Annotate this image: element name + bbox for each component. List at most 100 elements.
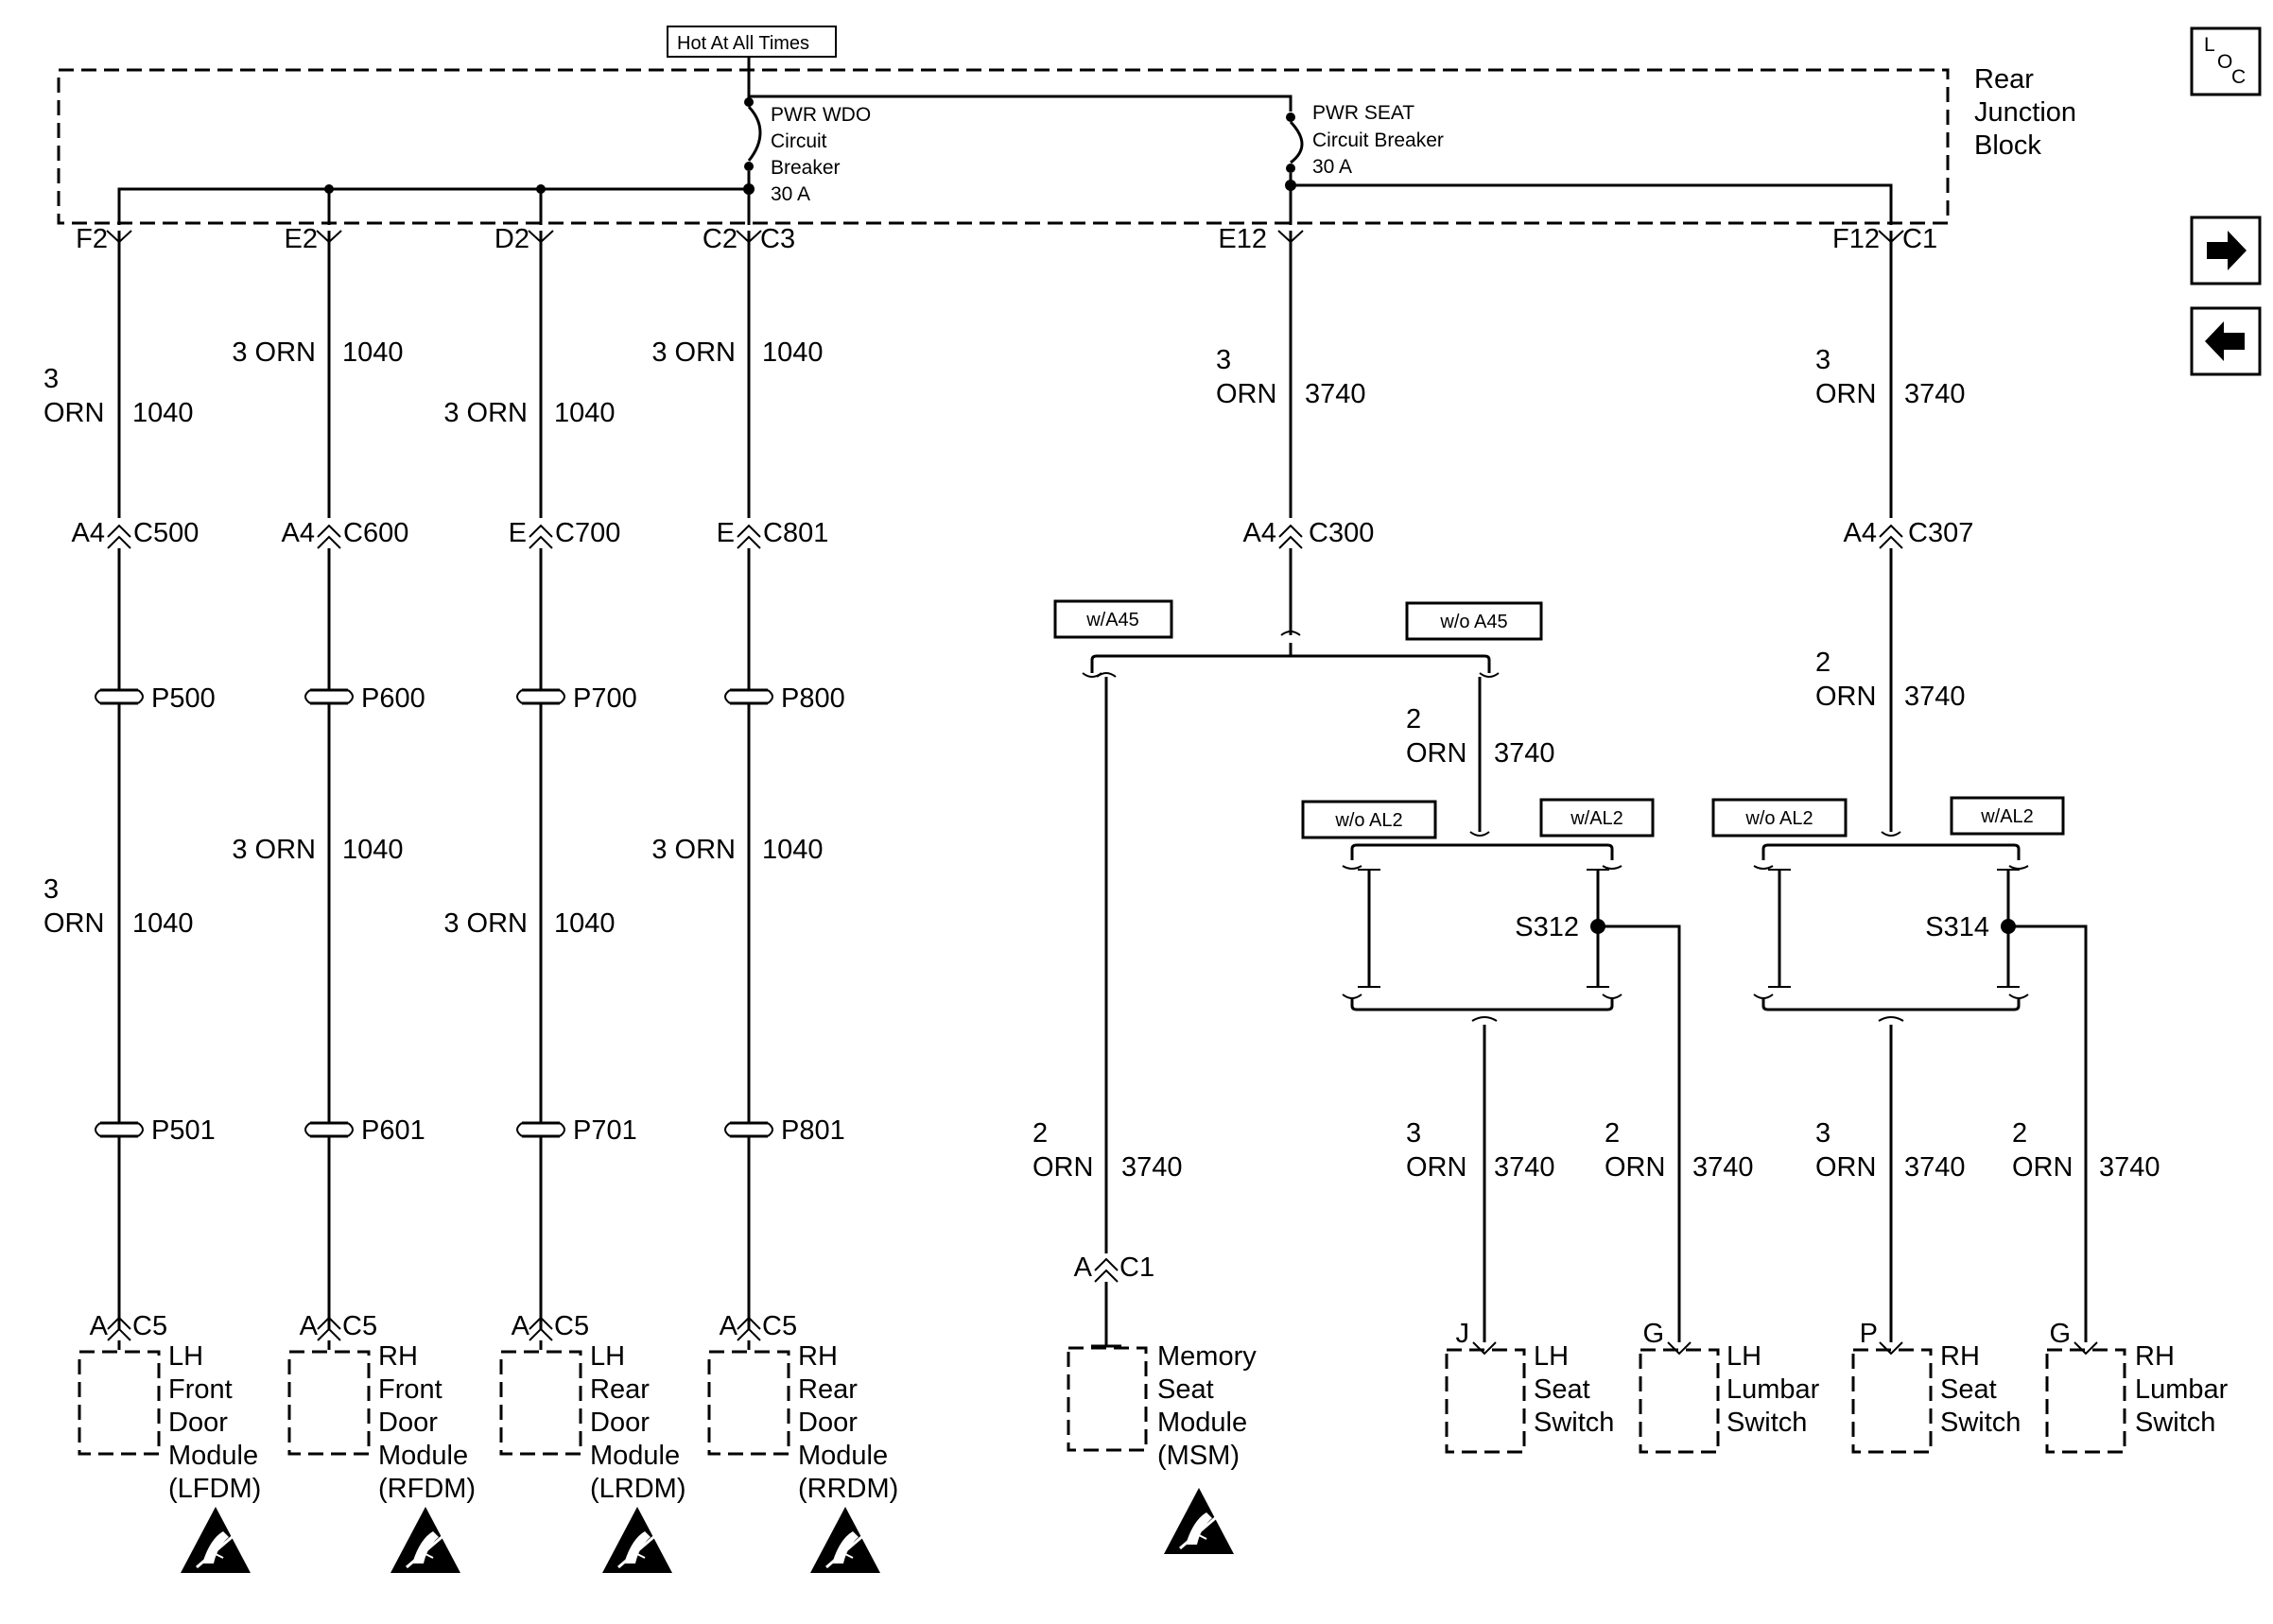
connector: C801 [763, 518, 828, 548]
door-pin: C2 [703, 224, 737, 254]
pass-through: P600 [361, 683, 425, 714]
seat-left-branch: 2 ORN 3740 S312 3 ORN 3740 2 ORN 3740 J … [1342, 677, 1754, 1356]
module-label: Door [378, 1408, 438, 1438]
svg-text:G: G [1642, 1319, 1664, 1349]
connector-pin: A4 [72, 518, 105, 548]
msm-label-4: (MSM) [1157, 1441, 1240, 1471]
option-w-al2-right-tag: w/AL2 [1950, 796, 2065, 836]
module-pin: A [300, 1311, 319, 1341]
module-label: Module [590, 1441, 680, 1471]
svg-text:3: 3 [1815, 1118, 1831, 1149]
seat-right-circuit: F12 C1 3 ORN 3740 A4 C307 2 ORN 3740 S31… [1753, 224, 2160, 1356]
bus-node [324, 184, 334, 194]
svg-text:G: G [2049, 1319, 2071, 1349]
module-pin: A [512, 1311, 530, 1341]
wire-gauge: 3 [43, 874, 59, 905]
svg-text:ORN: ORN [1815, 379, 1876, 409]
connector-pin: E [509, 518, 527, 548]
door-module-box [707, 1350, 790, 1456]
arrow-right-icon [2207, 231, 2247, 270]
wire-gauge-color: 3 ORN [232, 835, 316, 865]
svg-text:w/A45: w/A45 [1085, 610, 1139, 631]
door-module-box [287, 1350, 371, 1456]
pwr-seat-circuit-breaker [1285, 112, 1304, 191]
module-label: (LFDM) [168, 1474, 261, 1504]
esd-warning-icon [808, 1505, 882, 1575]
door-circuit [78, 230, 252, 1575]
option-wo-a45-tag: w/o A45 [1405, 601, 1543, 641]
door-pin-2: C3 [760, 224, 795, 254]
esd-warning-icon [1162, 1486, 1236, 1556]
junction-block-label-3: Block [1974, 130, 2041, 161]
lh-lumbar-switch-label: LH [1726, 1341, 1761, 1372]
door-pin: E2 [285, 224, 318, 254]
connector: C600 [343, 518, 408, 548]
wire-gauge-color: 3 ORN [232, 337, 316, 368]
seat-left-circuit: E12 3 ORN 3740 A4 C300 [1082, 224, 1500, 678]
seat-breaker-label-2: Circuit Breaker [1312, 130, 1444, 151]
lh-lumbar-switch-label: Switch [1726, 1408, 1807, 1438]
connector-pin: A4 [282, 518, 315, 548]
rh-lumbar-switch-label: Switch [2135, 1408, 2215, 1438]
module-label: Module [378, 1441, 468, 1471]
wdo-breaker-label-3: Breaker [771, 157, 841, 179]
option-w-al2-left-tag: w/AL2 [1539, 798, 1655, 838]
svg-text:3: 3 [1406, 1118, 1421, 1149]
pass-through: P501 [151, 1115, 216, 1146]
seat-left-wire-circuit: 3740 [1305, 379, 1366, 409]
previous-page-button[interactable] [2190, 306, 2262, 376]
svg-text:ORN: ORN [1815, 1152, 1876, 1183]
svg-text:3740: 3740 [1904, 379, 1966, 409]
module-label: Door [590, 1408, 650, 1438]
svg-text:A4: A4 [1844, 518, 1877, 548]
module-label: LH [590, 1341, 625, 1372]
svg-text:3740: 3740 [1494, 1152, 1555, 1183]
door-circuit [707, 230, 882, 1575]
svg-text:C1: C1 [1119, 1253, 1154, 1283]
svg-text:3740: 3740 [1904, 1152, 1966, 1183]
wire-circuit: 1040 [132, 908, 194, 939]
svg-text:w/AL2: w/AL2 [1980, 806, 2034, 827]
locator-button[interactable]: L O C [2190, 26, 2262, 96]
esd-warning-icon [389, 1505, 462, 1575]
svg-text:3: 3 [1815, 345, 1831, 375]
module-label: Door [168, 1408, 228, 1438]
splice-s312: S312 [1515, 912, 1579, 942]
seat-left-wire-gauge: 3 [1216, 345, 1231, 375]
option-wo-al2-right-tag: w/o AL2 [1711, 798, 1848, 838]
module-label: (LRDM) [590, 1474, 686, 1504]
option-wo-al2-left-tag: w/o AL2 [1301, 800, 1437, 839]
wire-gauge-color: 3 ORN [443, 398, 528, 428]
svg-text:w/o A45: w/o A45 [1439, 612, 1507, 632]
connector: C700 [555, 518, 620, 548]
door-module-box [499, 1350, 582, 1456]
door-pin: D2 [495, 224, 529, 254]
pass-through: P601 [361, 1115, 425, 1146]
svg-text:ORN: ORN [1406, 1152, 1466, 1183]
svg-text:3740: 3740 [1692, 1152, 1754, 1183]
next-page-button[interactable] [2190, 216, 2262, 285]
module-label: LH [168, 1341, 203, 1372]
rh-lumbar-switch-label: RH [2135, 1341, 2175, 1372]
module-label: Front [168, 1374, 233, 1405]
seat-right-pin2: C1 [1902, 224, 1937, 254]
module-label: (RRDM) [798, 1474, 898, 1504]
msm-label-1: Memory [1157, 1341, 1257, 1372]
svg-text:2: 2 [1605, 1118, 1620, 1149]
connector: C500 [133, 518, 199, 548]
module-connector: C5 [554, 1311, 589, 1341]
wire-gauge-color: 3 ORN [443, 908, 528, 939]
connector-pin: E [717, 518, 735, 548]
msm-branch: 2 ORN 3740 A C1 [1032, 672, 1183, 1348]
loc-letter-c: C [2231, 66, 2246, 88]
svg-text:2: 2 [1032, 1118, 1048, 1149]
junction-block-label-2: Junction [1974, 97, 2076, 128]
seat-breaker-label-3: 30 A [1312, 156, 1352, 178]
wire-circuit: 1040 [554, 398, 616, 428]
svg-text:C307: C307 [1908, 518, 1973, 548]
splice-s314: S314 [1925, 912, 1989, 942]
rh-lumbar-switch-label: Lumbar [2135, 1374, 2229, 1405]
seat-bus [1291, 183, 1893, 225]
